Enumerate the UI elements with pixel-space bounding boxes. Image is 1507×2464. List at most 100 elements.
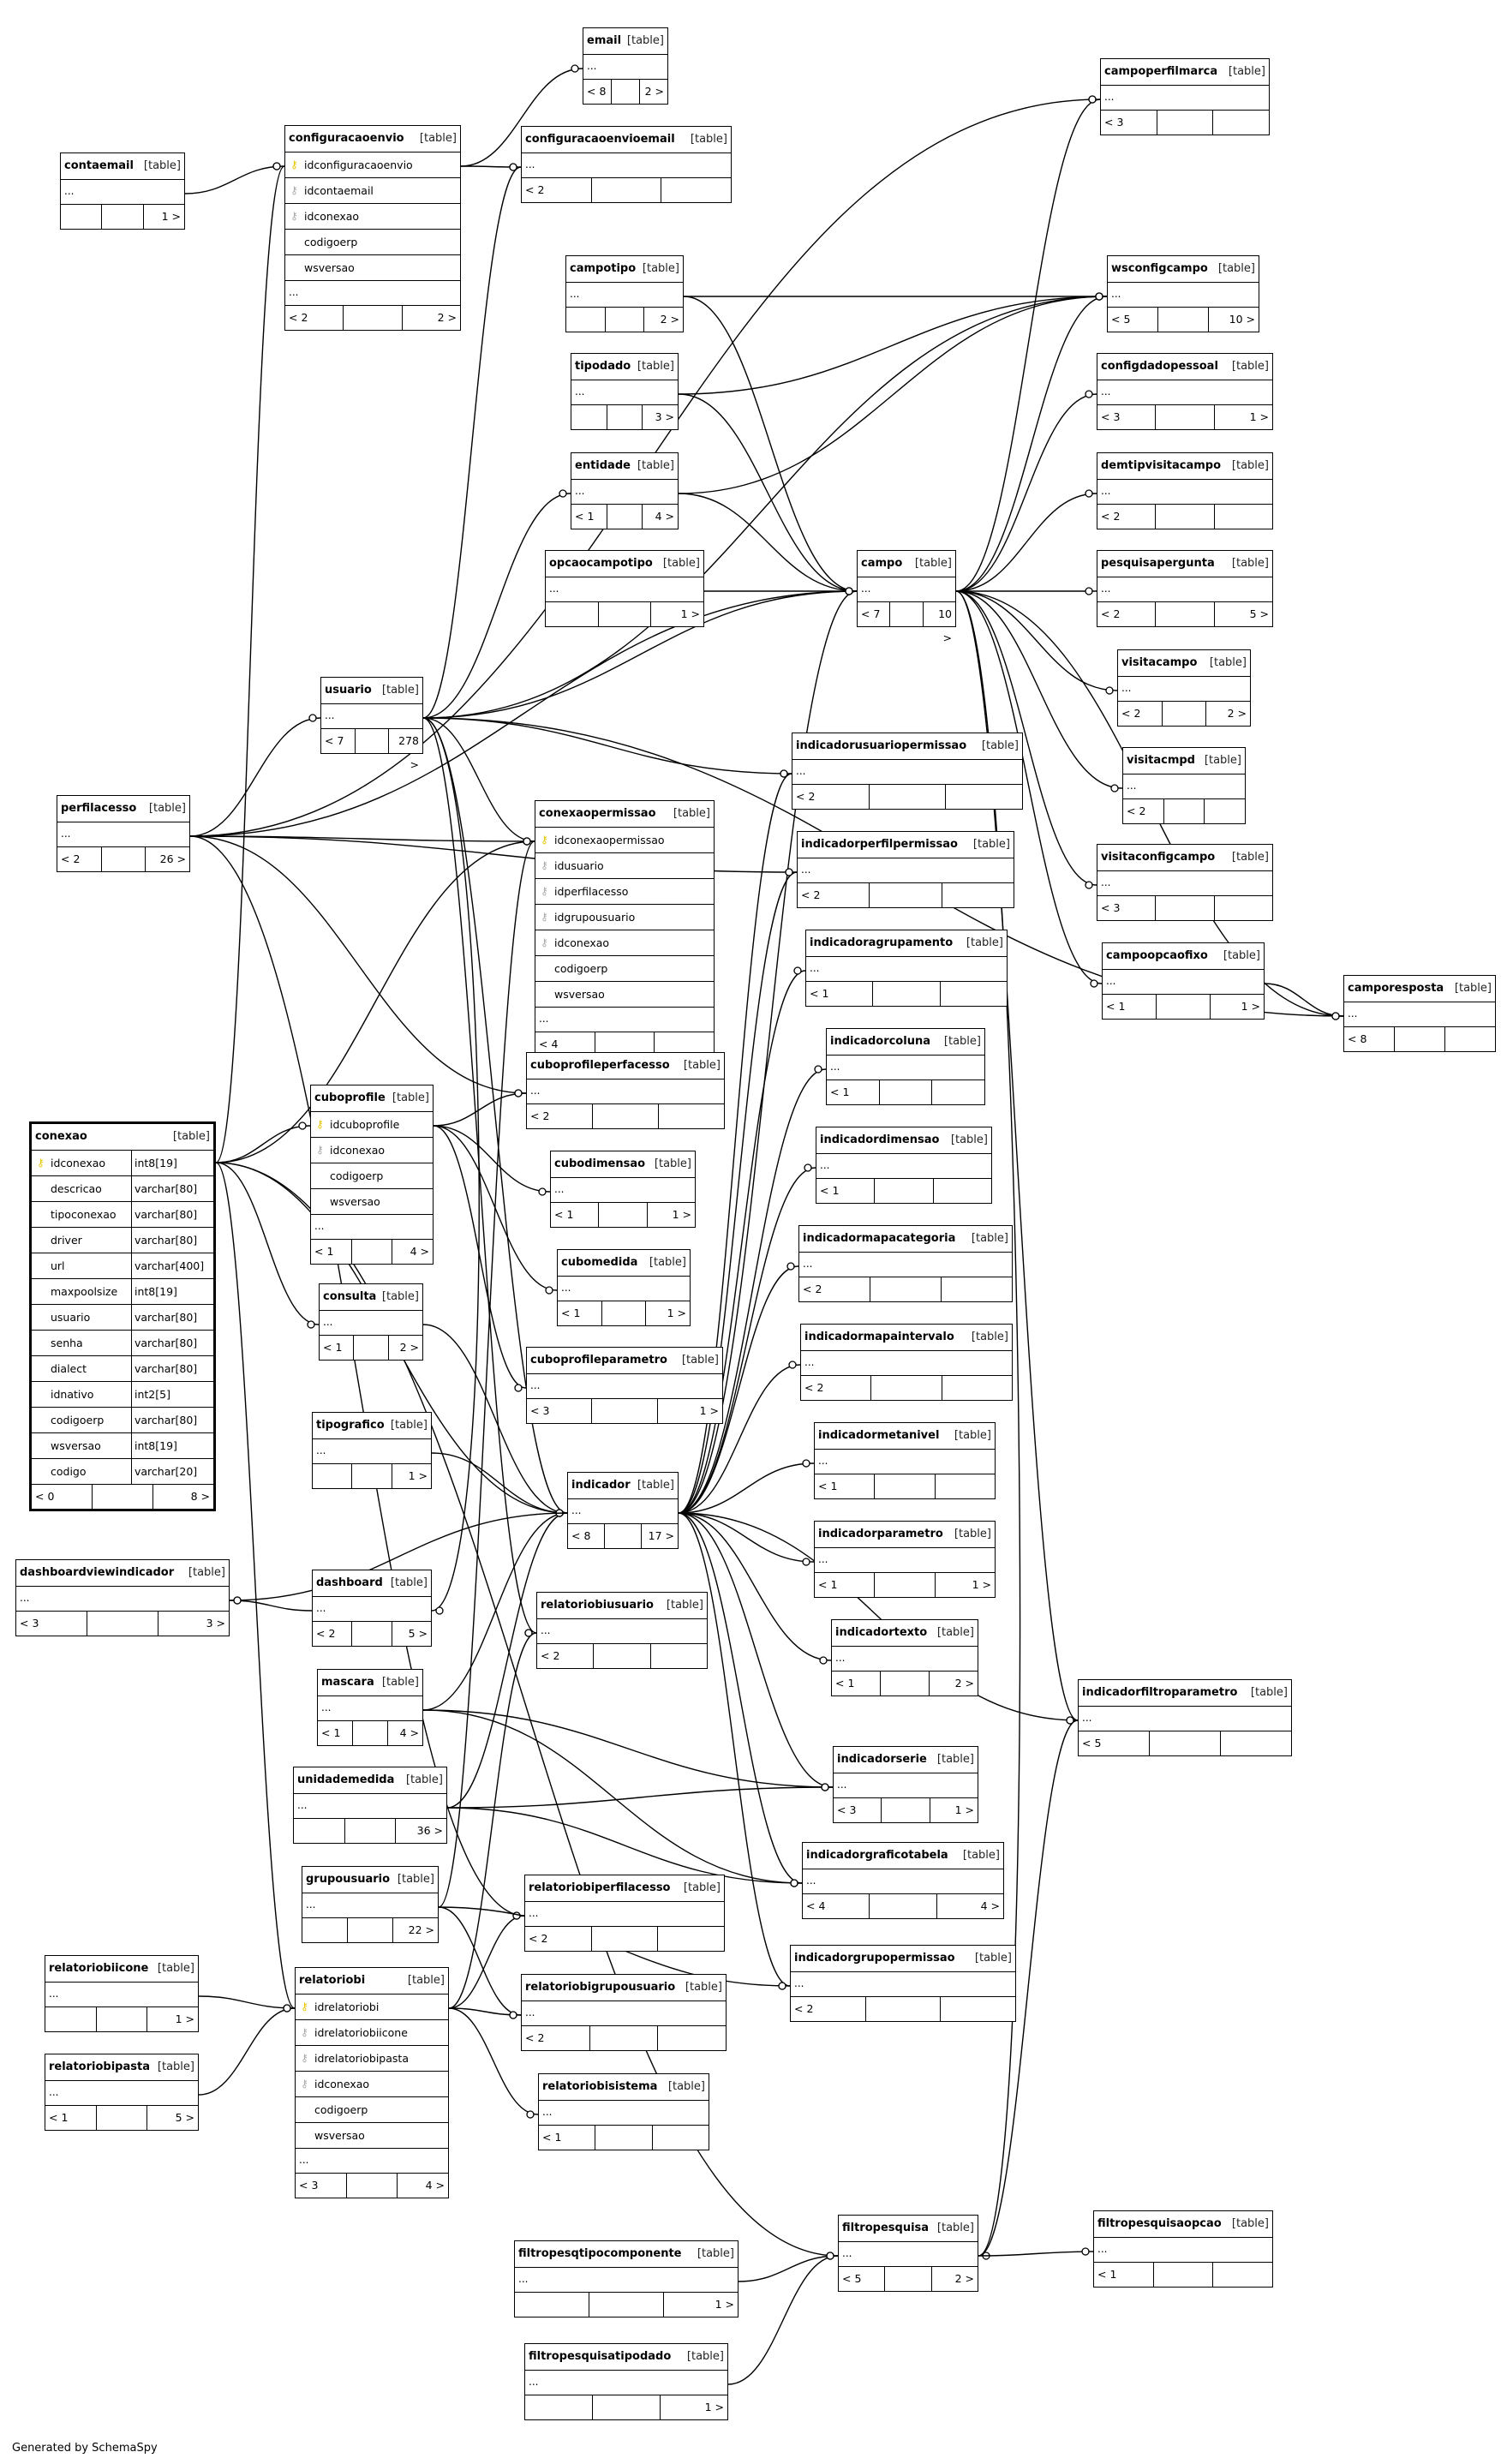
- table-relatoriobiusuario[interactable]: relatoriobiusuario[table]...< 2: [536, 1592, 708, 1669]
- table-visitaconfigcampo[interactable]: visitaconfigcampo[table]...< 3: [1097, 844, 1273, 921]
- table-relatoriobisistema[interactable]: relatoriobisistema[table]...< 1: [538, 2073, 709, 2150]
- column-row[interactable]: ⚷idrelatoriobi: [296, 1995, 448, 2020]
- table-filtropesquisatipodado[interactable]: filtropesquisatipodado[table]...1 >: [524, 2343, 728, 2420]
- table-indicadorperfilpermissao[interactable]: indicadorperfilpermissao[table]...< 2: [797, 831, 1014, 908]
- table-camporesposta[interactable]: camporesposta[table]...< 8: [1343, 975, 1496, 1052]
- table-opcaocampotipo[interactable]: opcaocampotipo[table]...1 >: [545, 550, 704, 627]
- crowfoot-marker: [526, 2110, 535, 2119]
- column-row[interactable]: wsversao: [285, 255, 460, 281]
- column-row[interactable]: ⚷idconexao: [535, 930, 714, 956]
- table-indicadorcoluna[interactable]: indicadorcoluna[table]...< 1: [826, 1028, 985, 1105]
- table-configuracaoenvio[interactable]: configuracaoenvio[table]⚷idconfiguracaoe…: [284, 125, 461, 331]
- table-grupousuario[interactable]: grupousuario[table]...22 >: [302, 1866, 439, 1943]
- column-row[interactable]: ⚷idconexao: [311, 1138, 433, 1163]
- relationship-line: [448, 2007, 539, 2115]
- column-row[interactable]: ⚷idrelatoriobiicone: [296, 2020, 448, 2046]
- table-relatoriobiicone[interactable]: relatoriobiicone[table]...1 >: [45, 1955, 199, 2032]
- column-row[interactable]: ⚷idconexaopermissao: [535, 828, 714, 853]
- table-indicadorusuariopermissao[interactable]: indicadorusuariopermissao[table]...< 2: [792, 733, 1023, 810]
- column-row[interactable]: ⚷idcuboprofile: [311, 1112, 433, 1138]
- table-relatoriobiperfilacesso[interactable]: relatoriobiperfilacesso[table]...< 2: [524, 1875, 725, 1952]
- table-indicadorgrupopermissao[interactable]: indicadorgrupopermissao[table]...< 2: [790, 1945, 1016, 2022]
- column-row[interactable]: wsversao: [311, 1189, 433, 1215]
- column-row[interactable]: wsversao: [296, 2123, 448, 2149]
- table-relatoriobi[interactable]: relatoriobi[table]⚷idrelatoriobi⚷idrelat…: [295, 1967, 449, 2198]
- column-row[interactable]: codigoerp: [311, 1163, 433, 1189]
- column-row[interactable]: codigoerp: [285, 230, 460, 255]
- column-row[interactable]: ⚷idusuario: [535, 853, 714, 879]
- column-row[interactable]: ⚷idconexao: [285, 204, 460, 230]
- table-campotipo[interactable]: campotipo[table]...2 >: [565, 255, 684, 332]
- column-row[interactable]: ⚷idrelatoriobipasta: [296, 2046, 448, 2072]
- column-row[interactable]: ⚷idgrupousuario: [535, 905, 714, 930]
- column-row[interactable]: ⚷idconexao: [296, 2072, 448, 2097]
- column-row[interactable]: ⚷idconfiguracaoenvio: [285, 153, 460, 178]
- column-row[interactable]: ⚷idperfilacesso: [535, 879, 714, 905]
- table-cuboprofileperfacesso[interactable]: cuboprofileperfacesso[table]...< 2: [526, 1052, 725, 1129]
- table-indicadormapacategoria[interactable]: indicadormapacategoria[table]...< 2: [798, 1225, 1013, 1302]
- table-contaemail[interactable]: contaemail[table]...1 >: [60, 153, 185, 230]
- table-filtropesquisaopcao[interactable]: filtropesquisaopcao[table]...< 1: [1093, 2210, 1273, 2288]
- table-configuracaoenvioemail[interactable]: configuracaoenvioemail[table]...< 2: [521, 126, 732, 203]
- table-indicadormapaintervalo[interactable]: indicadormapaintervalo[table]...< 2: [800, 1324, 1013, 1401]
- table-relatoriobigrupousuario[interactable]: relatoriobigrupousuario[table]...< 2: [521, 1974, 727, 2051]
- table-cuboprofile[interactable]: cuboprofile[table]⚷idcuboprofile⚷idconex…: [310, 1085, 434, 1265]
- column-row[interactable]: ⚷idcontaemail: [285, 178, 460, 204]
- column-row[interactable]: codigoerp: [296, 2097, 448, 2123]
- table-indicadorfiltroparametro[interactable]: indicadorfiltroparametro[table]...< 5: [1078, 1679, 1292, 1756]
- table-tipografico[interactable]: tipografico[table]...1 >: [312, 1412, 432, 1489]
- table-campoperfilmarca[interactable]: campoperfilmarca[table]...< 3: [1100, 58, 1270, 135]
- column-name: idcontaemail: [304, 184, 374, 197]
- table-visitacmpd[interactable]: visitacmpd[table]...< 2: [1122, 747, 1246, 824]
- table-indicadormetanivel[interactable]: indicadormetanivel[table]...< 1: [814, 1422, 996, 1499]
- table-indicadordimensao[interactable]: indicadordimensao[table]...< 1: [816, 1127, 992, 1204]
- table-indicadoragrupamento[interactable]: indicadoragrupamento[table]...< 1: [805, 930, 1008, 1007]
- table-demtipvisitacampo[interactable]: demtipvisitacampo[table]...< 2: [1097, 452, 1273, 529]
- table-unidademedida[interactable]: unidademedida[table]...36 >: [293, 1767, 447, 1844]
- column-row[interactable]: codigoerp: [535, 956, 714, 982]
- table-tipodado[interactable]: tipodado[table]...3 >: [571, 353, 679, 430]
- table-filtropesqtipocomponente[interactable]: filtropesqtipocomponente[table]...1 >: [514, 2240, 739, 2317]
- table-conexaopermissao[interactable]: conexaopermissao[table]⚷idconexaopermiss…: [535, 800, 715, 1057]
- column-row[interactable]: wsversao: [535, 982, 714, 1008]
